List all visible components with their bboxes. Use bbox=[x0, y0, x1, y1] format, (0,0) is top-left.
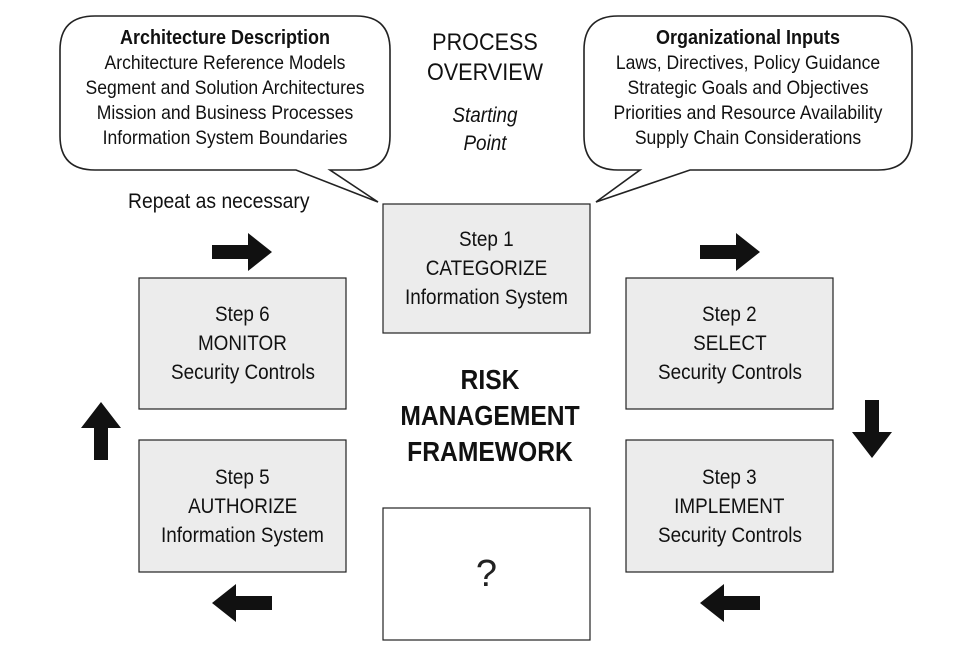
step-action: MONITOR bbox=[198, 332, 287, 355]
organizational-line: Priorities and Resource Availability bbox=[613, 102, 883, 124]
arrow-left-icon bbox=[212, 584, 272, 622]
step-number: Step 3 bbox=[702, 465, 757, 489]
risk-management-framework-title: RISK MANAGEMENT FRAMEWORK bbox=[400, 364, 580, 467]
step-6-box: Step 6 MONITOR Security Controls bbox=[139, 278, 346, 409]
organizational-inputs-title: Organizational Inputs bbox=[655, 27, 840, 49]
step-action: AUTHORIZE bbox=[187, 494, 298, 518]
step-number: Step 1 bbox=[459, 228, 514, 251]
step-6-shape bbox=[138, 277, 347, 410]
step-3-shape bbox=[625, 439, 834, 573]
step-action: IMPLEMENT bbox=[674, 494, 785, 518]
repeat-label: Repeat as necessary bbox=[128, 190, 310, 213]
step-1-box: Step 1 CATEGORIZE Information System bbox=[383, 204, 590, 333]
step-2-shape bbox=[625, 277, 834, 410]
step-object: Security Controls bbox=[657, 523, 802, 547]
organizational-callout-shape bbox=[583, 15, 913, 203]
step-1-shape bbox=[382, 203, 591, 334]
architecture-callout-shape bbox=[59, 15, 391, 203]
organizational-line: Strategic Goals and Objectives bbox=[627, 77, 869, 99]
architecture-line: Information System Boundaries bbox=[102, 127, 348, 149]
architecture-line: Segment and Solution Architectures bbox=[85, 77, 365, 99]
step-5-box: Step 5 AUTHORIZE Information System bbox=[139, 440, 346, 572]
step-object: Information System bbox=[161, 523, 324, 547]
starting-point-label: Starting Point bbox=[452, 104, 518, 155]
architecture-description-title: Architecture Description bbox=[119, 27, 331, 49]
arrow-down-icon bbox=[852, 400, 892, 458]
arrow-up-icon bbox=[81, 402, 121, 460]
organizational-line: Laws, Directives, Policy Guidance bbox=[615, 52, 881, 74]
organizational-inputs-callout: Organizational Inputs Laws, Directives, … bbox=[600, 26, 895, 151]
step-2-box: Step 2 SELECT Security Controls bbox=[626, 278, 833, 409]
step-5-shape bbox=[138, 439, 347, 573]
arrow-right-icon bbox=[700, 233, 760, 271]
architecture-line: Architecture Reference Models bbox=[104, 52, 346, 74]
step-number: Step 2 bbox=[702, 303, 757, 326]
step-4-missing-box: ? bbox=[383, 508, 590, 640]
process-overview-heading: PROCESS OVERVIEW bbox=[426, 29, 544, 86]
architecture-description-callout: Architecture Description Architecture Re… bbox=[77, 26, 374, 151]
question-mark: ? bbox=[475, 552, 498, 595]
arrow-left-icon bbox=[700, 584, 760, 622]
step-action: CATEGORIZE bbox=[425, 257, 548, 280]
step-object: Security Controls bbox=[657, 361, 802, 384]
step-object: Information System bbox=[405, 286, 568, 309]
step-3-box: Step 3 IMPLEMENT Security Controls bbox=[626, 440, 833, 572]
step-action: SELECT bbox=[692, 332, 767, 355]
step-object: Security Controls bbox=[170, 361, 315, 384]
architecture-line: Mission and Business Processes bbox=[96, 102, 354, 124]
arrow-right-icon bbox=[212, 233, 272, 271]
organizational-line: Supply Chain Considerations bbox=[634, 127, 862, 149]
step-number: Step 5 bbox=[215, 465, 270, 489]
step-4-shape bbox=[382, 507, 591, 641]
step-number: Step 6 bbox=[215, 303, 270, 326]
